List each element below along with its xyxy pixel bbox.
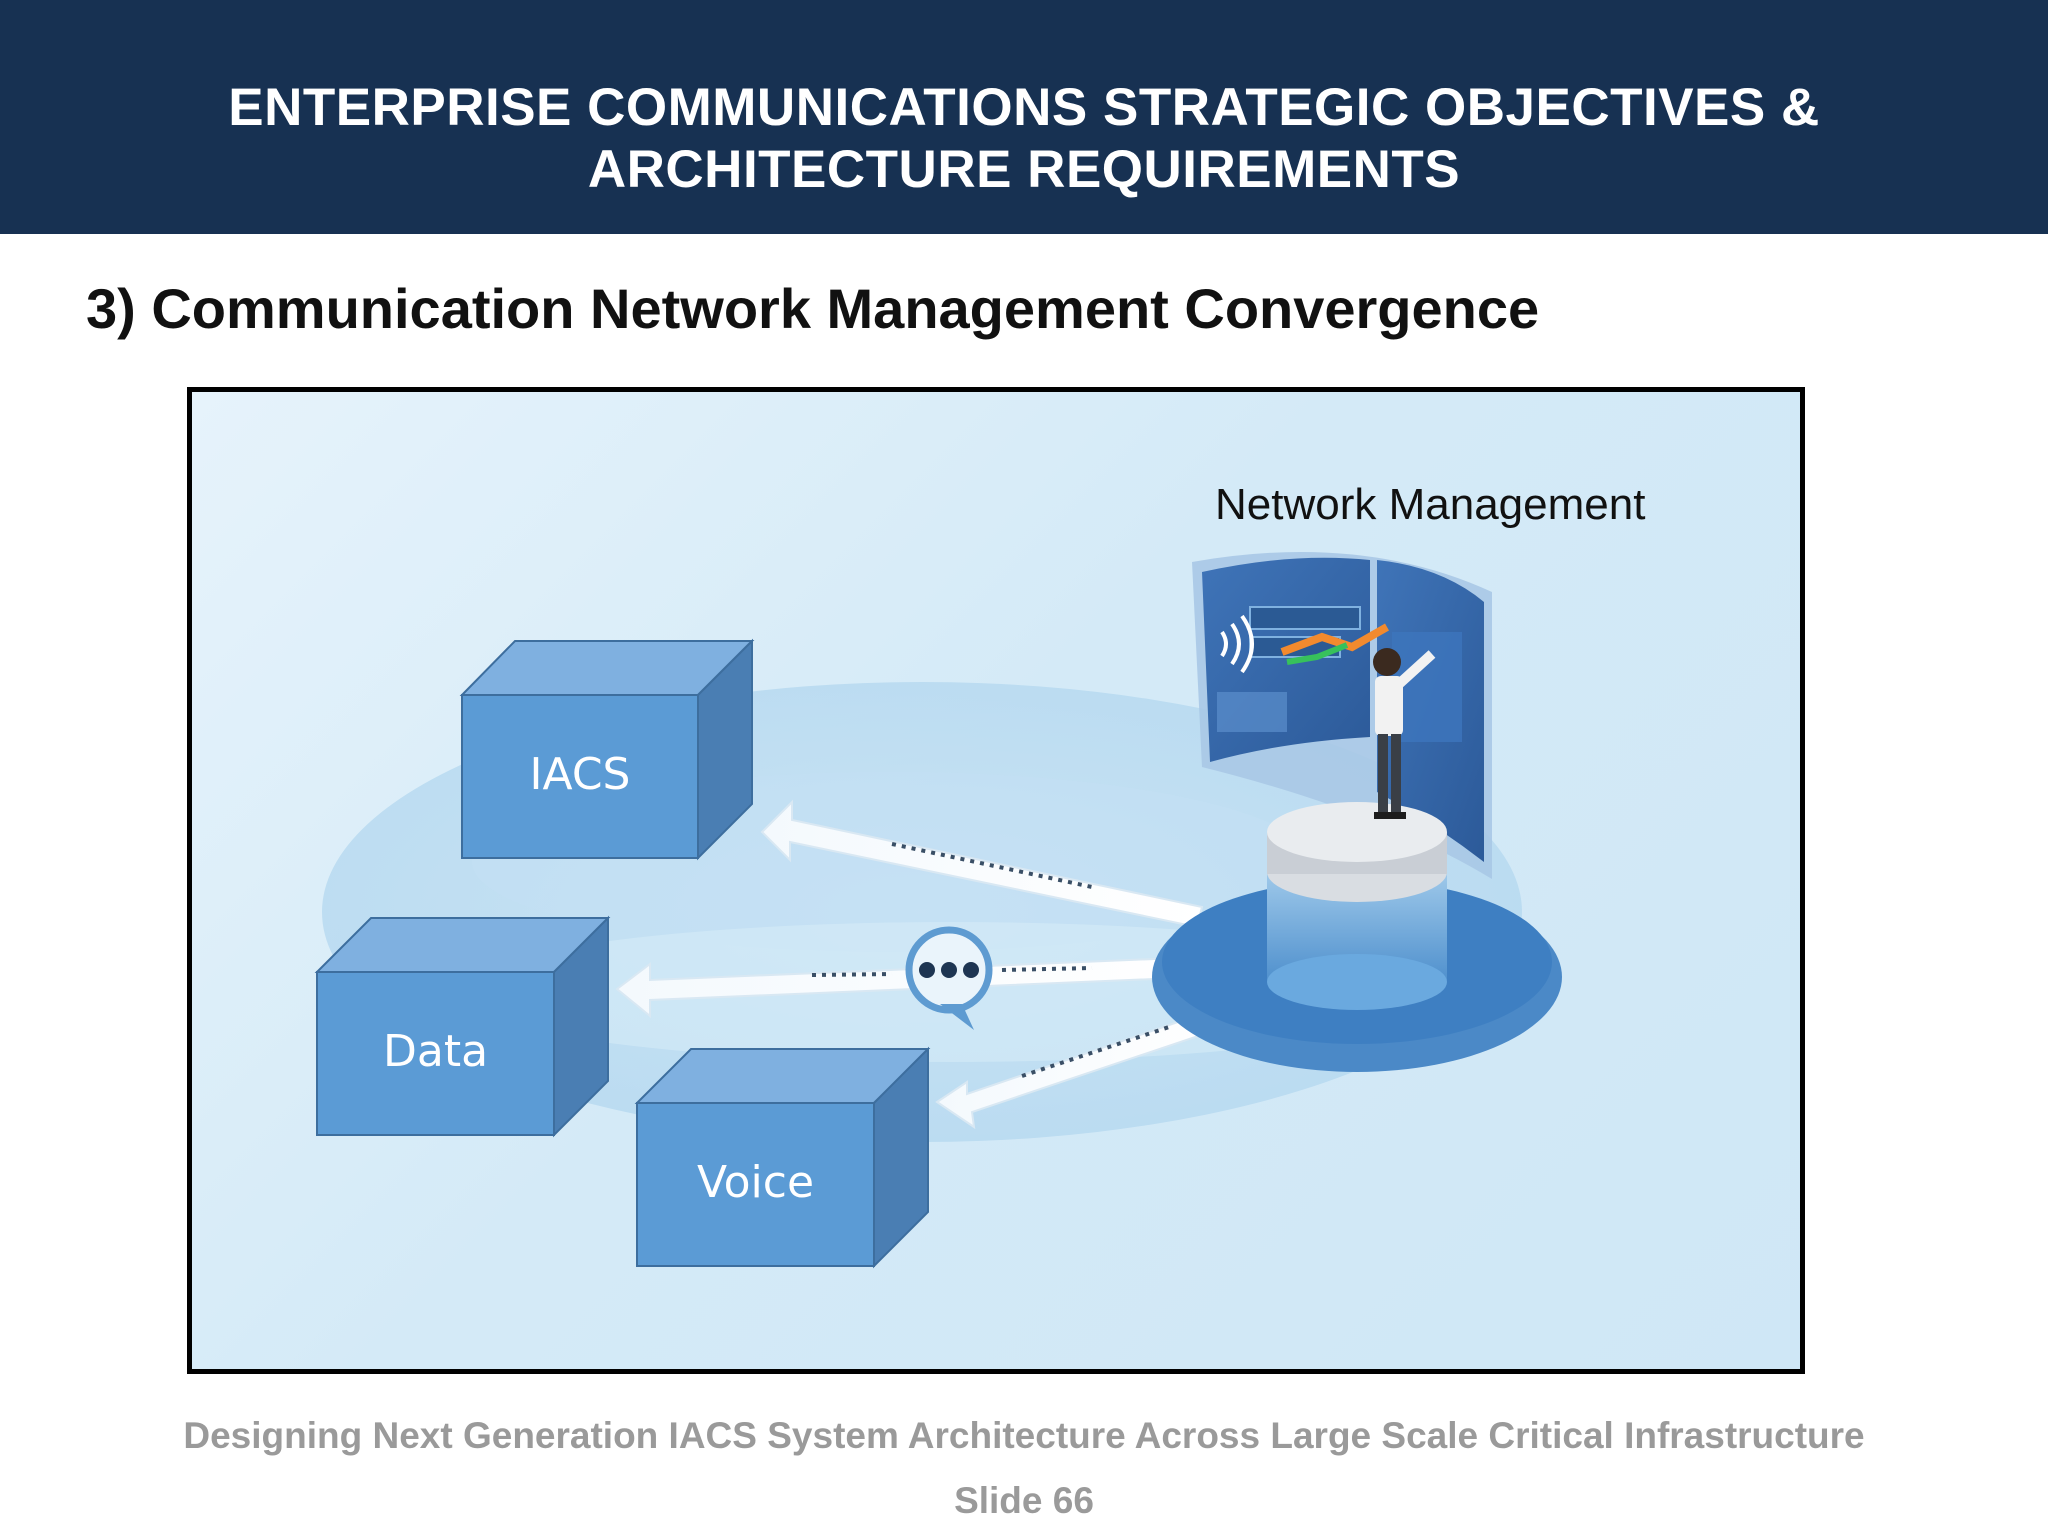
- platform-icon: [1152, 802, 1562, 1072]
- voice-label: Voice: [696, 1157, 815, 1208]
- slide-title: ENTERPRISE COMMUNICATIONS STRATEGIC OBJE…: [74, 77, 1974, 201]
- chat-bubble-icon: [905, 926, 993, 1030]
- data-label: Data: [382, 1026, 489, 1077]
- voice-box: [634, 1046, 931, 1269]
- diagram-canvas: [314, 552, 1562, 1269]
- slide-title-line-2: ARCHITECTURE REQUIREMENTS: [587, 140, 1461, 199]
- iacs-box: [459, 638, 755, 861]
- header-bar: ENTERPRISE COMMUNICATIONS STRATEGIC OBJE…: [0, 0, 2048, 234]
- section-heading: 3) Communication Network Management Conv…: [86, 277, 1540, 340]
- footer-course-title: Designing Next Generation IACS System Ar…: [183, 1415, 1865, 1456]
- data-box: [314, 915, 611, 1138]
- footer-slide-number: Slide 66: [954, 1480, 1094, 1521]
- slide-title-line-1: ENTERPRISE COMMUNICATIONS STRATEGIC OBJE…: [228, 78, 1820, 137]
- person-icon: [1373, 648, 1436, 819]
- iacs-label: IACS: [529, 749, 631, 800]
- network-console-screen-icon: [1192, 552, 1492, 879]
- convergence-diagram: Network Management IACS Data Voice: [187, 387, 1805, 1374]
- network-management-label: Network Management: [1215, 480, 1646, 529]
